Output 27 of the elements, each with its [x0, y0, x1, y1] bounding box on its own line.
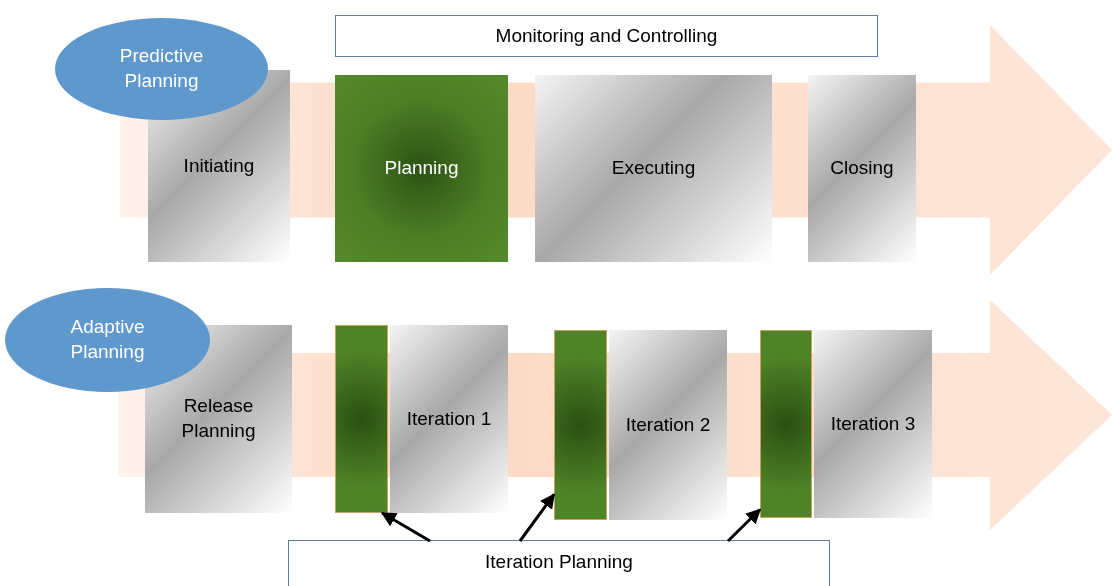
label-box [335, 15, 878, 57]
node-label: Monitoring and Controlling [495, 23, 718, 48]
planning-bar [760, 330, 812, 518]
node-label: Iteration Planning [485, 550, 633, 574]
planning-bar [335, 325, 388, 513]
node-label: Planning [384, 156, 459, 181]
block-arrow [120, 25, 1112, 275]
node-label: Adaptive Planning [69, 315, 146, 364]
planning-bar [554, 330, 607, 520]
node-label: Closing [830, 156, 894, 181]
node-label: Release Planning [180, 394, 257, 443]
node-label: Iteration 1 [406, 406, 492, 431]
node-label: Iteration 2 [625, 412, 711, 437]
node-label: Predictive Planning [118, 44, 205, 93]
arrow [726, 508, 762, 543]
phase-box [390, 325, 508, 513]
node-label: Iteration 3 [830, 411, 916, 436]
node-label: Executing [611, 156, 696, 181]
label-box [288, 540, 830, 586]
phase-box [609, 330, 727, 520]
phase-box [814, 330, 932, 518]
phase-box [335, 75, 508, 262]
phase-box [808, 75, 916, 262]
node-label: Initiating [183, 153, 255, 178]
phase-box [535, 75, 772, 262]
arrow [380, 511, 431, 543]
arrow [518, 493, 556, 542]
